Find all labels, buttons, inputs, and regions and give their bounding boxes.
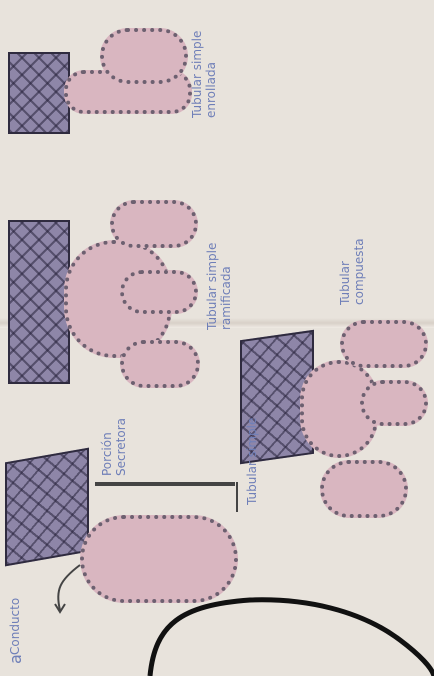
label-tubular-simple: Tubular simple (245, 418, 259, 505)
conducto-arrow (50, 560, 110, 620)
edge-letter: a (8, 654, 24, 664)
label-conducto: Conducto (8, 598, 22, 655)
epithelium-block-coiled (8, 52, 70, 134)
coiled-gland-tip (100, 28, 188, 84)
secretory-portion-bracket-end (236, 482, 238, 512)
epithelium-block-simple (5, 448, 89, 567)
branched-gland-branch-c (120, 340, 200, 388)
label-tubular-compuesta: Tubular compuesta (338, 238, 366, 305)
label-tubular-simple-enrollada: Tubular simple enrollada (190, 31, 218, 118)
compound-gland-branch-mid (360, 380, 428, 426)
label-porcion-secretora: Porción Secretora (100, 418, 128, 476)
label-tubular-simple-ramificada: Tubular simple ramificada (205, 243, 233, 330)
branched-gland-branch-a (110, 200, 198, 248)
compound-gland-branch-bottom (320, 460, 408, 518)
secretory-portion-bracket (95, 482, 235, 486)
epithelium-block-branched (8, 220, 70, 384)
branched-gland-branch-b (120, 270, 198, 314)
compound-gland-branch-top (340, 320, 428, 368)
